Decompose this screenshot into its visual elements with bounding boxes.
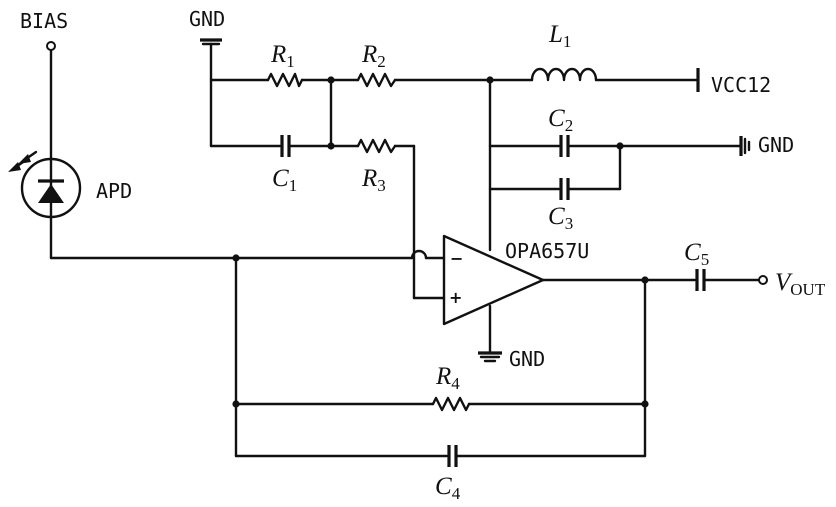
bias-terminal (46, 41, 56, 51)
vout-main: V (775, 269, 793, 296)
vout-terminal (758, 275, 768, 285)
junction-dot (232, 254, 240, 262)
junction-dot (327, 142, 335, 150)
capacitor-c1 (280, 135, 291, 157)
capacitor-c3 (559, 178, 570, 200)
wires (49, 42, 761, 458)
ground-symbol-bottom (478, 351, 502, 363)
resistor-r4 (431, 396, 471, 412)
resistor-r2 (356, 72, 397, 88)
r4-label: R4 (435, 363, 460, 393)
resistor-r3 (356, 138, 397, 154)
c3-label: C3 (548, 203, 573, 233)
junction-dot (486, 76, 494, 84)
vout-subscript: OUT (790, 280, 826, 299)
gnd-top-label: GND (189, 7, 225, 31)
gnd-right-label: GND (758, 133, 794, 157)
opamp-model-label: OPA657U (505, 239, 589, 263)
gnd-bottom-label: GND (509, 347, 545, 371)
junctions (232, 76, 649, 408)
wire-crossover-hop (410, 249, 428, 260)
r3-label: R3 (361, 165, 386, 195)
c2-label: C2 (548, 105, 573, 135)
c5-label: C5 (684, 239, 709, 269)
opamp-minus-sign: − (450, 249, 463, 268)
ground-symbol-right (739, 136, 751, 156)
junction-dot (327, 76, 335, 84)
junction-dot (641, 400, 649, 408)
light-emission-arrows-icon (8, 150, 38, 172)
junction-dot (616, 142, 624, 150)
l1-label: L1 (548, 21, 571, 51)
r1-label: R1 (270, 41, 295, 71)
capacitor-c2 (559, 135, 570, 157)
capacitor-c5 (695, 269, 706, 291)
resistor-r1 (266, 72, 304, 88)
apd-photodiode (20, 157, 82, 219)
junction-dot (232, 400, 240, 408)
opamp-plus-sign: + (449, 288, 462, 307)
vcc12-label: VCC12 (711, 73, 771, 97)
c1-label: C1 (272, 165, 297, 195)
inductor-l1 (530, 67, 598, 82)
r2-label: R2 (361, 41, 386, 71)
capacitor-c4 (447, 445, 458, 467)
apd-label: APD (96, 179, 132, 203)
bias-label: BIAS (20, 9, 68, 33)
opamp-triangle (442, 234, 545, 326)
junction-dot (641, 276, 649, 284)
c4-label: C4 (435, 473, 461, 503)
ground-symbol-top (200, 38, 222, 46)
vout-label: VOUT (775, 269, 826, 299)
